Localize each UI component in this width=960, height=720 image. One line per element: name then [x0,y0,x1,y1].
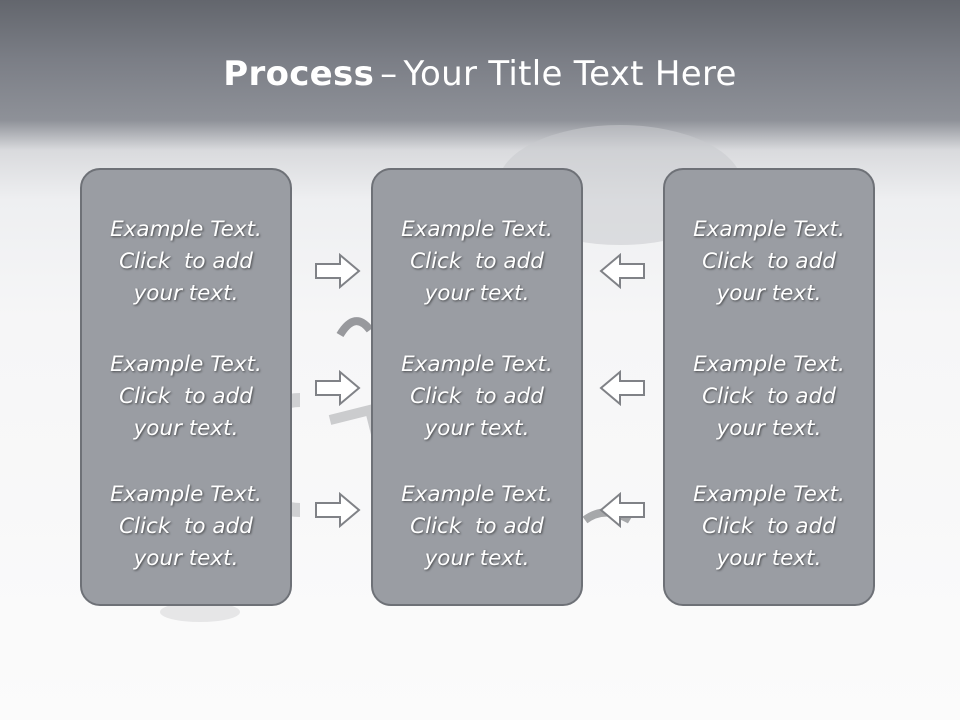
text-line: Click to add [410,249,544,274]
text-line: your text. [424,281,530,306]
text-block[interactable]: Example Text. Click to add your text. [82,214,290,310]
text-line: Click to add [702,384,836,409]
text-block[interactable]: Example Text. Click to add your text. [665,479,873,575]
panel-right[interactable]: Example Text. Click to add your text. Ex… [663,168,875,606]
text-line: Example Text. [110,352,262,377]
left-arrow-icon [599,370,645,406]
text-block[interactable]: Example Text. Click to add your text. [373,214,581,310]
text-line: your text. [424,546,530,571]
text-line: your text. [424,416,530,441]
text-line: Click to add [702,514,836,539]
title-bold: Process [223,54,375,94]
text-line: your text. [716,546,822,571]
text-line: your text. [133,416,239,441]
text-block[interactable]: Example Text. Click to add your text. [665,214,873,310]
title-separator: – [380,54,398,94]
text-line: Example Text. [110,217,262,242]
panel-center[interactable]: Example Text. Click to add your text. Ex… [371,168,583,606]
text-line: your text. [133,281,239,306]
text-line: Click to add [119,384,253,409]
text-line: Example Text. [401,352,553,377]
text-block[interactable]: Example Text. Click to add your text. [82,349,290,445]
text-line: Click to add [119,514,253,539]
right-arrow-icon [315,253,361,289]
text-block[interactable]: Example Text. Click to add your text. [373,479,581,575]
slide-title[interactable]: Process–Your Title Text Here [0,54,960,94]
text-line: Click to add [410,514,544,539]
right-arrow-icon [315,370,361,406]
text-line: your text. [716,281,822,306]
text-line: your text. [716,416,822,441]
panel-left[interactable]: Example Text. Click to add your text. Ex… [80,168,292,606]
text-line: Click to add [410,384,544,409]
text-line: Click to add [119,249,253,274]
left-arrow-icon [599,492,645,528]
text-line: Example Text. [401,482,553,507]
left-arrow-icon [599,253,645,289]
text-line: Example Text. [693,217,845,242]
text-line: your text. [133,546,239,571]
text-block[interactable]: Example Text. Click to add your text. [82,479,290,575]
text-line: Example Text. [110,482,262,507]
title-rest: Your Title Text Here [403,54,737,94]
text-line: Example Text. [693,352,845,377]
right-arrow-icon [315,492,361,528]
text-block[interactable]: Example Text. Click to add your text. [665,349,873,445]
text-block[interactable]: Example Text. Click to add your text. [373,349,581,445]
text-line: Example Text. [401,217,553,242]
text-line: Click to add [702,249,836,274]
text-line: Example Text. [693,482,845,507]
